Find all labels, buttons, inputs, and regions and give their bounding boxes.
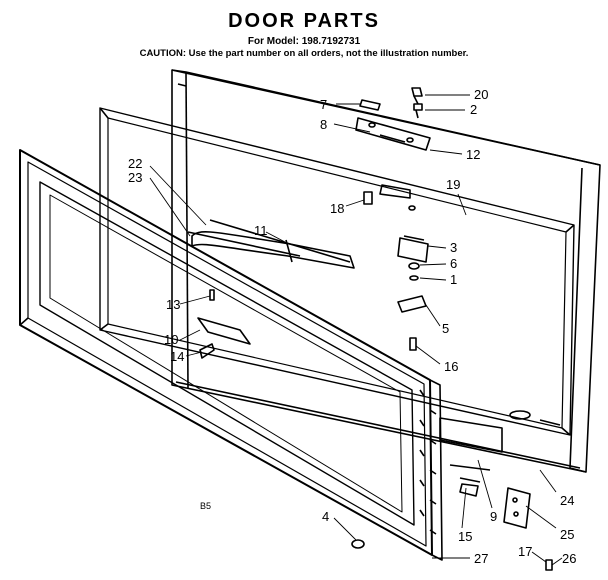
callout-2: 2 bbox=[470, 102, 477, 117]
leader-lines bbox=[149, 94, 563, 566]
inner-window-panel bbox=[19, 149, 443, 561]
callout-11: 11 bbox=[254, 223, 268, 238]
screw-2 bbox=[413, 103, 423, 119]
rivet-top bbox=[408, 205, 416, 211]
callout-7: 7 bbox=[320, 97, 327, 112]
callout-27: 27 bbox=[474, 551, 488, 566]
latch-assembly-bottom bbox=[439, 410, 561, 497]
latch-cover-10 bbox=[197, 317, 251, 345]
washer-6 bbox=[408, 262, 420, 270]
screw-20 bbox=[411, 87, 423, 105]
page-code: B5 bbox=[200, 501, 211, 511]
callout-17: 17 bbox=[518, 544, 532, 559]
callout-19: 19 bbox=[446, 177, 460, 192]
callout-6: 6 bbox=[450, 256, 457, 271]
screw-26 bbox=[545, 559, 553, 571]
hinge-bracket-top bbox=[355, 117, 431, 151]
callout-8: 8 bbox=[320, 117, 327, 132]
caution-note: CAUTION: Use the part number on all orde… bbox=[139, 48, 469, 59]
callout-15: 15 bbox=[458, 529, 472, 544]
pin-16 bbox=[409, 337, 417, 351]
callout-3: 3 bbox=[450, 240, 457, 255]
callout-5: 5 bbox=[442, 321, 449, 336]
screw-13 bbox=[209, 289, 215, 301]
outer-door-panel bbox=[171, 69, 601, 473]
callout-14: 14 bbox=[170, 349, 184, 364]
callout-12: 12 bbox=[466, 147, 480, 162]
diagram-title: DOOR PARTS bbox=[228, 10, 380, 32]
rod-22 bbox=[209, 219, 351, 263]
clip-14 bbox=[199, 343, 215, 359]
callout-20: 20 bbox=[474, 87, 488, 102]
callout-labels: 20 2 7 8 12 19 22 23 18 11 3 6 1 13 5 10… bbox=[128, 87, 576, 566]
clip-7 bbox=[359, 99, 381, 111]
spring-1 bbox=[409, 275, 419, 281]
callout-16: 16 bbox=[444, 359, 458, 374]
rod-23 bbox=[187, 231, 301, 257]
callout-10: 10 bbox=[164, 332, 178, 347]
callout-1: 1 bbox=[450, 272, 457, 287]
door-frame bbox=[99, 107, 575, 436]
callout-18: 18 bbox=[330, 201, 344, 216]
latch-3 bbox=[397, 235, 429, 263]
callout-26: 26 bbox=[562, 551, 576, 566]
hinge-25 bbox=[503, 487, 531, 529]
callout-22: 22 bbox=[128, 156, 142, 171]
model-number: For Model: 198.7192731 bbox=[247, 36, 361, 47]
bushing-18 bbox=[363, 191, 373, 205]
callout-9: 9 bbox=[490, 509, 497, 524]
callout-25: 25 bbox=[560, 527, 574, 542]
bracket-5 bbox=[397, 295, 427, 313]
slot-panel bbox=[379, 184, 411, 199]
screw-4 bbox=[351, 539, 365, 549]
callout-4: 4 bbox=[322, 509, 329, 524]
callout-23: 23 bbox=[128, 170, 142, 185]
callout-13: 13 bbox=[166, 297, 180, 312]
callout-24: 24 bbox=[560, 493, 574, 508]
